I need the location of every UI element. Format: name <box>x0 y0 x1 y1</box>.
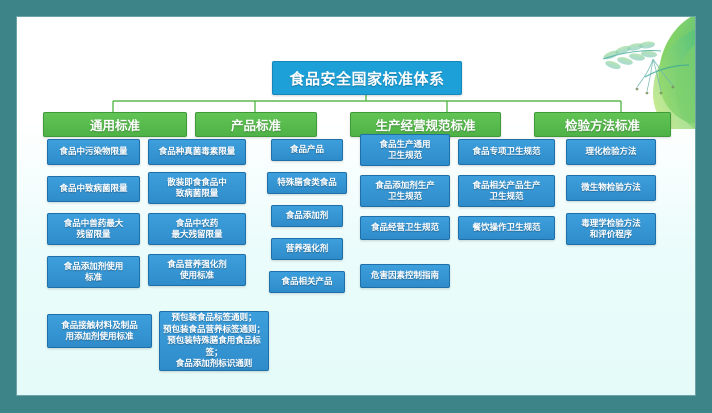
node-label: 毒理学检验方法 和评价程序 <box>581 217 641 239</box>
node-wide-0[interactable]: 食品接触材料及制品 用添加剂使用标准 <box>47 314 152 348</box>
node-c6-2[interactable]: 毒理学检验方法 和评价程序 <box>566 213 656 245</box>
node-c5-0[interactable]: 食品专项卫生规范 <box>458 139 555 165</box>
node-c3-3[interactable]: 营养强化剂 <box>271 238 343 260</box>
node-label: 食品中兽药最大 残留限量 <box>63 217 124 239</box>
node-label: 食品相关产品生产 卫生规范 <box>472 179 541 201</box>
node-c3-4[interactable]: 食品相关产品 <box>269 271 345 293</box>
node-label: 微生物检验方法 <box>581 182 641 193</box>
category-header-1[interactable]: 产品标准 <box>195 112 317 137</box>
node-c6-1[interactable]: 微生物检验方法 <box>566 175 656 201</box>
root-node-label: 食品安全国家标准体系 <box>289 70 445 88</box>
node-c1-3[interactable]: 食品添加剂使用 标准 <box>47 256 140 288</box>
node-c2-2[interactable]: 食品中农药 最大残留限量 <box>148 213 246 245</box>
node-label: 食品中致病菌限量 <box>59 183 128 194</box>
node-c4-1[interactable]: 食品添加剂生产 卫生规范 <box>360 175 450 207</box>
node-label: 营养强化剂 <box>285 243 329 254</box>
diagram-card: 食品安全国家标准体系 通用标准 产品标准 生产经营规范标准 检验方法标准 食品中… <box>17 17 695 395</box>
node-wide-1[interactable]: 预包装食品标签通则； 预包装食品营养标签通则； 预包装特殊膳食用食品标签； 食品… <box>159 311 269 371</box>
node-label: 食品中污染物限量 <box>59 146 128 157</box>
node-label: 食品接触材料及制品 用添加剂使用标准 <box>61 319 138 341</box>
node-c6-0[interactable]: 理化检验方法 <box>566 139 656 165</box>
node-c3-2[interactable]: 食品添加剂 <box>271 205 343 227</box>
node-c5-2[interactable]: 餐饮操作卫生规范 <box>458 216 555 240</box>
category-label: 检验方法标准 <box>564 119 640 133</box>
node-c4-0[interactable]: 食品生产通用 卫生规范 <box>360 134 450 166</box>
node-label: 食品添加剂 <box>285 210 329 221</box>
node-c1-1[interactable]: 食品中致病菌限量 <box>47 176 140 202</box>
category-label: 生产经营规范标准 <box>375 119 476 133</box>
root-node[interactable]: 食品安全国家标准体系 <box>272 61 462 95</box>
node-label: 理化检验方法 <box>585 146 637 157</box>
category-label: 通用标准 <box>89 119 140 133</box>
node-c1-2[interactable]: 食品中兽药最大 残留限量 <box>47 213 140 245</box>
node-label: 食品经营卫生规范 <box>370 222 439 233</box>
node-label: 危害因素控制指南 <box>370 270 439 281</box>
node-label: 食品专项卫生规范 <box>472 146 541 157</box>
node-c2-0[interactable]: 食品种真菌毒素限量 <box>148 139 246 165</box>
node-c5-1[interactable]: 食品相关产品生产 卫生规范 <box>458 175 555 207</box>
category-header-2[interactable]: 生产经营规范标准 <box>350 112 501 137</box>
category-header-0[interactable]: 通用标准 <box>43 112 187 137</box>
node-label: 散装即食食品中 致病菌限量 <box>167 176 227 198</box>
category-header-3[interactable]: 检验方法标准 <box>534 112 671 137</box>
node-label: 餐饮操作卫生规范 <box>472 222 541 233</box>
node-label: 食品中农药 最大残留限量 <box>171 217 223 239</box>
node-label: 食品营养强化剂 使用标准 <box>167 258 227 280</box>
node-label: 食品添加剂使用 标准 <box>63 260 124 282</box>
node-c2-3[interactable]: 食品营养强化剂 使用标准 <box>148 254 246 286</box>
node-label: 食品添加剂生产 卫生规范 <box>375 179 435 201</box>
node-label: 食品种真菌毒素限量 <box>158 146 236 157</box>
node-label: 食品相关产品 <box>281 276 333 287</box>
node-c4-2[interactable]: 食品经营卫生规范 <box>360 216 450 240</box>
node-c3-1[interactable]: 特殊膳食类食品 <box>267 172 347 194</box>
node-c2-1[interactable]: 散装即食食品中 致病菌限量 <box>148 172 246 204</box>
node-label: 预包装食品标签通则； 预包装食品营养标签通则； 预包装特殊膳食用食品标签； 食品… <box>163 312 266 369</box>
category-label: 产品标准 <box>230 119 281 133</box>
node-c1-0[interactable]: 食品中污染物限量 <box>47 139 140 165</box>
node-label: 食品生产通用 卫生规范 <box>379 138 431 160</box>
node-c3-0[interactable]: 食品产品 <box>271 139 343 161</box>
node-label: 食品产品 <box>289 144 324 155</box>
node-c4-3[interactable]: 危害因素控制指南 <box>360 264 450 288</box>
node-label: 特殊膳食类食品 <box>277 177 337 188</box>
